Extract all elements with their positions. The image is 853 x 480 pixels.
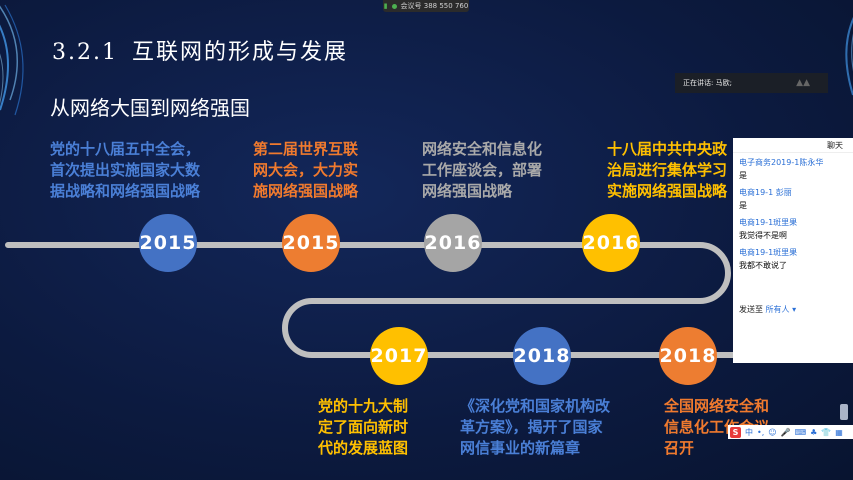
page-title: 3.2.1 互联网的形成与发展 [52,34,348,66]
chat-message: 电商19-1斑里果 我都不敢说了 [739,247,847,273]
chat-text: 我觉得不是啊 [739,231,787,240]
microphone-icon[interactable]: 🎤 [780,427,791,437]
audio-wave-icon: ▲▲ [796,78,810,88]
event-line: 工作座谈会，部署 [422,161,543,179]
event-line: 实施网络强国战略 [607,182,728,200]
event-line: 代的发展蓝图 [318,439,409,457]
event-description: 党的十九大制 定了面向新时 代的发展蓝图 [318,396,408,459]
skin-icon[interactable]: ♣ [810,427,818,437]
chat-message: 电商19-1 彭丽 是 [739,187,847,213]
input-method-toolbar[interactable]: S 中 •, ☺ 🎤 ⌨ ♣ 👕 ▦ [728,425,853,439]
speaking-indicator: 正在讲话: 马欧; ▲▲ [675,73,828,93]
chat-panel[interactable]: 聊天 电子商务2019-1陈永华 是 电商19-1 彭丽 是 电商19-1斑里果… [733,138,853,363]
event-line: 革方案》，揭开了国家 [460,418,603,436]
chat-message: 电商19-1斑里果 我觉得不是啊 [739,217,847,243]
chat-header: 聊天 [733,138,853,153]
event-line: 召开 [664,439,695,457]
slide-subtitle: 从网络大国到网络强国 [50,96,250,120]
chat-sender: 电商19-1斑里果 [739,218,798,227]
event-description: 全国网络安全和 信息化工作会议 召开 [664,396,769,459]
keyboard-icon[interactable]: ⌨ [794,427,807,437]
event-line: 党的十八届五中全会， [50,140,201,158]
meeting-id: 会议号 388 550 760 [400,2,469,10]
event-line: 网络安全和信息化 [422,140,543,158]
event-line: 据战略和网络强国战略 [50,182,201,200]
status-dot-icon [391,3,397,9]
timeline-node-2018: 2018 [659,327,717,385]
emoji-icon[interactable]: ☺ [768,427,777,437]
chat-text: 我都不敢说了 [739,261,787,270]
section-number: 3.2.1 [52,40,118,65]
ime-mode-toggle[interactable]: 中 [745,427,753,437]
toolbox-icon[interactable]: ▦ [835,427,843,437]
ime-logo-icon[interactable]: S [730,426,741,438]
timeline-node-2016: 2016 [424,214,482,272]
event-description: 《深化党和国家机构改 革方案》，揭开了国家 网信事业的新篇章 [460,396,610,459]
speaking-label: 正在讲话: 马欧; [683,79,732,87]
section-title: 互联网的形成与发展 [131,40,348,65]
decorative-light-rays-right [845,17,853,96]
signal-icon: ▮ [383,2,388,10]
event-line: 首次提出实施国家大数 [50,161,201,179]
event-line: 十八届中共中央政 [607,140,728,158]
chevron-down-icon: ▾ [792,305,797,314]
decorative-light-rays-left [0,4,24,116]
timeline-node-2018: 2018 [513,327,571,385]
timeline-node-2017: 2017 [370,327,428,385]
chat-sender: 电商19-1斑里果 [739,248,798,257]
shirt-icon[interactable]: 👕 [821,427,832,437]
chat-text: 是 [739,201,747,210]
timeline-node-2015: 2015 [139,214,197,272]
event-line: 党的十九大制 [318,397,409,415]
chat-text: 是 [739,171,747,180]
event-line: 全国网络安全和 [664,397,770,415]
send-to-dropdown[interactable]: 所有人 ▾ [766,305,797,314]
panel-collapse-handle[interactable] [840,404,848,420]
timeline-node-2016: 2016 [582,214,640,272]
event-line: 网络强国战略 [422,182,513,200]
event-description: 党的十八届五中全会， 首次提出实施国家大数 据战略和网络强国战略 [50,139,200,202]
punctuation-icon[interactable]: •, [757,427,765,437]
chat-sender: 电子商务2019-1陈永华 [739,158,824,167]
event-line: 网大会，大力实 [253,161,359,179]
event-line: 施网络强国战略 [253,182,359,200]
event-line: 网信事业的新篇章 [460,439,581,457]
meeting-info-bar[interactable]: ▮ 会议号 388 550 760 [383,0,469,12]
chat-sender: 电商19-1 彭丽 [739,188,792,197]
event-description: 第二届世界互联 网大会，大力实 施网络强国战略 [253,139,358,202]
event-line: 《深化党和国家机构改 [460,397,611,415]
chat-message: 电子商务2019-1陈永华 是 [739,157,847,183]
send-to-row: 发送至 所有人 ▾ [739,304,796,315]
send-to-value: 所有人 [765,305,790,314]
event-line: 第二届世界互联 [253,140,359,158]
send-to-label: 发送至 [739,305,763,314]
event-line: 定了面向新时 [318,418,409,436]
event-description: 网络安全和信息化 工作座谈会，部署 网络强国战略 [422,139,542,202]
chat-message-list[interactable]: 电子商务2019-1陈永华 是 电商19-1 彭丽 是 电商19-1斑里果 我觉… [733,153,853,273]
event-line: 治局进行集体学习 [607,161,728,179]
event-description: 十八届中共中央政 治局进行集体学习 实施网络强国战略 [607,139,727,202]
chat-title: 聊天 [827,140,843,150]
timeline-node-2015: 2015 [282,214,340,272]
